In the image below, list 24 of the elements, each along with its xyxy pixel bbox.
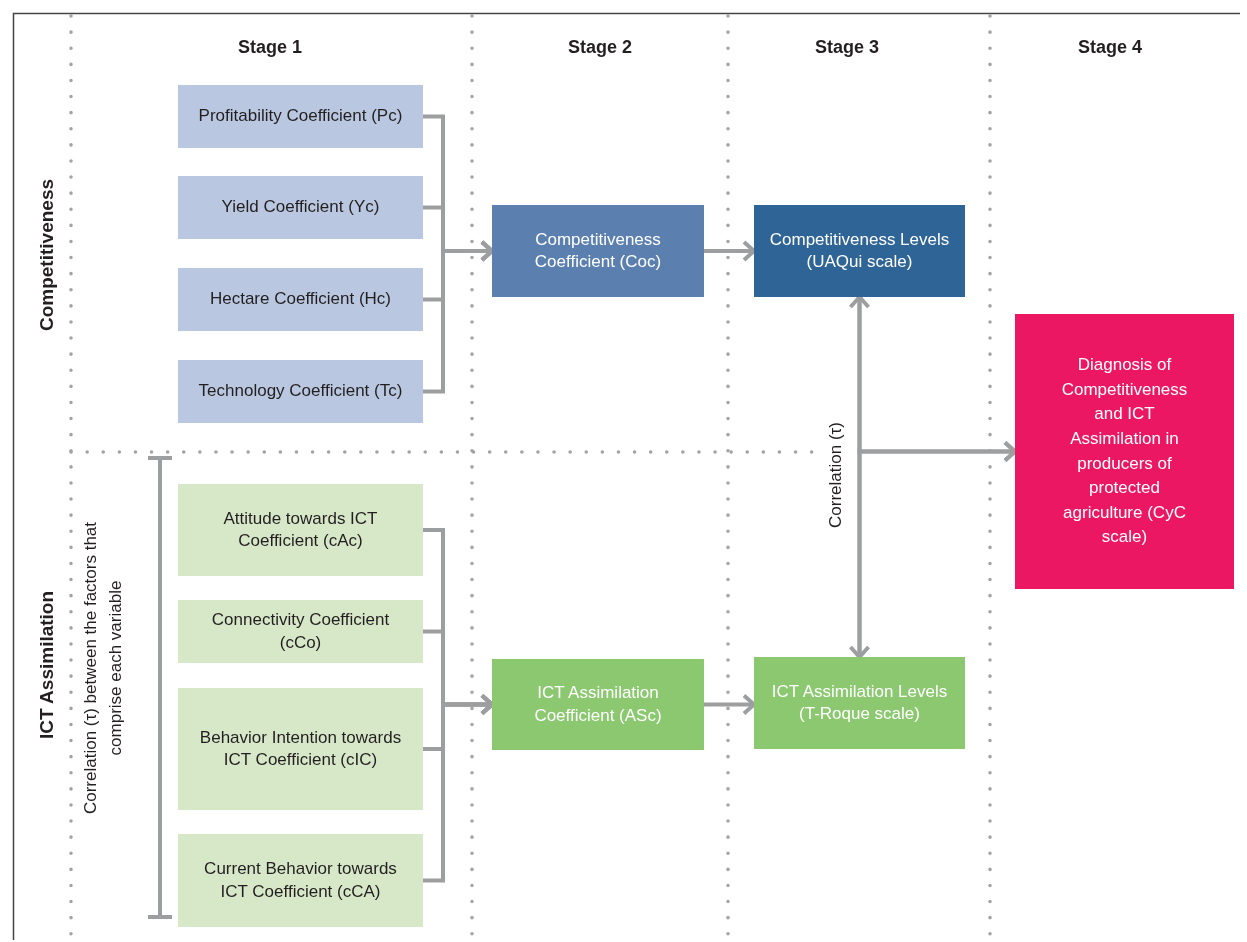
arrow — [848, 295, 871, 659]
process-box: Profitability Coefficient (Pc) — [178, 85, 423, 148]
process-box: Competitiveness Coefficient (Coc) — [492, 205, 704, 297]
process-box: Technology Coefficient (Tc) — [178, 360, 423, 423]
arrow — [704, 693, 756, 716]
process-box: Current Behavior towards ICT Coefficient (cCA) — [178, 834, 423, 927]
process-box: Attitude towards ICT Coefficient (cAc) — [178, 484, 423, 576]
stage-heading: Stage 2 — [568, 35, 632, 59]
stage-heading: Stage 4 — [1078, 35, 1142, 59]
arrow — [704, 240, 756, 262]
process-box: ICT Assimilation Coefficient (ASc) — [492, 659, 704, 750]
process-box: Connectivity Coefficient (cCo) — [178, 600, 423, 663]
process-box: Behavior Intention towards ICT Coefficient (cIC) — [178, 688, 423, 810]
stage-heading: Stage 1 — [238, 35, 302, 59]
row-heading: Competitiveness — [34, 179, 58, 331]
stage-heading: Stage 3 — [815, 35, 879, 59]
row-heading: ICT Assimilation — [34, 590, 58, 740]
process-box: Competitiveness Levels (UAQui scale) — [754, 205, 965, 297]
arrow — [423, 240, 494, 394]
process-box: Diagnosis of Competitiveness and ICT Assimilation in producers of protected agriculture (CyC scale) — [1015, 314, 1234, 589]
process-box: Hectare Coefficient (Hc) — [178, 268, 423, 331]
process-box: Yield Coefficient (Yc) — [178, 176, 423, 239]
process-box: ICT Assimilation Levels (T-Roque scale) — [754, 657, 965, 749]
bracket-label: Correlation (τ) between the factors that comprise each variable — [80, 520, 126, 817]
